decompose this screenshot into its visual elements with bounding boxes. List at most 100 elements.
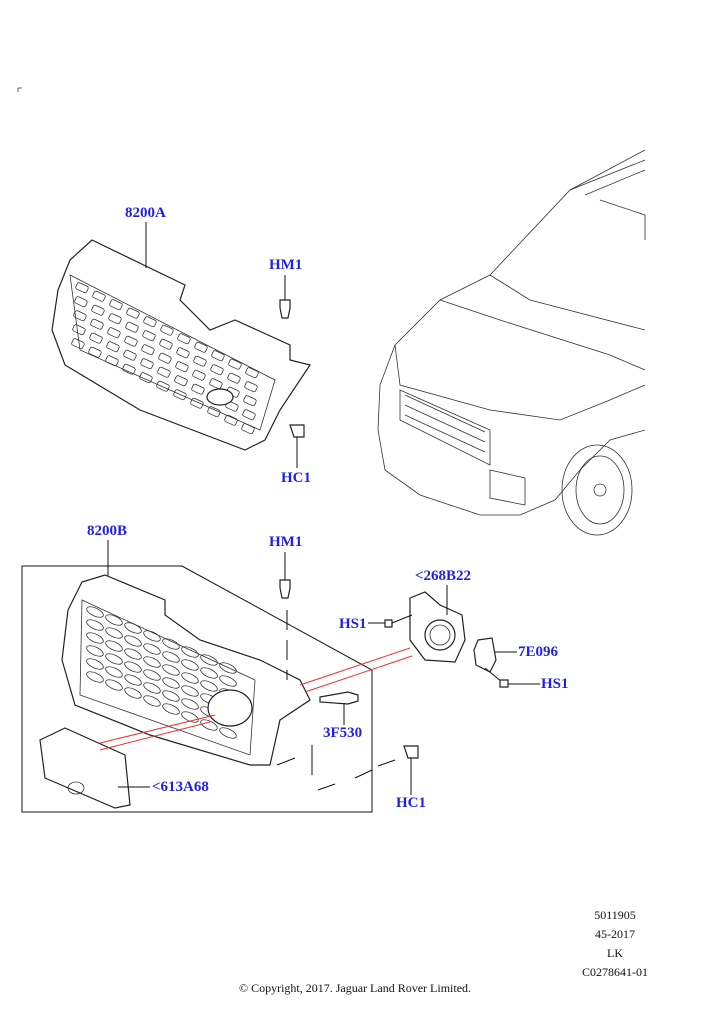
grille-slat: [243, 395, 257, 407]
grille-mesh-cell: [200, 719, 218, 731]
grille-slat: [245, 367, 259, 379]
callout-hm1-top[interactable]: HM1: [269, 257, 303, 273]
grille-slat: [143, 316, 157, 328]
grille-mesh-cell: [200, 654, 218, 666]
grille-mesh-cell: [124, 661, 142, 673]
grille-slat: [210, 364, 224, 376]
grille-mesh-cell: [124, 674, 142, 686]
grille-mesh-cell: [219, 675, 237, 687]
drawing-info: 5011905 45-2017 LK C0278641-01: [570, 906, 660, 982]
grille-slat: [109, 299, 123, 311]
grille-slat: [139, 372, 153, 384]
grille-slat: [228, 358, 242, 370]
grille-slat: [88, 346, 102, 358]
grille-mesh-cell: [105, 666, 123, 678]
grille-mesh-cell: [200, 680, 218, 692]
grille-mesh-cell: [86, 645, 104, 657]
grille-mesh-cell: [143, 656, 161, 668]
grille-b-frame: [21, 565, 373, 813]
grille-slat: [73, 310, 87, 322]
screw-hs1-left: [384, 619, 393, 628]
grille-slat: [126, 307, 140, 319]
screw-hs1-right: [499, 679, 509, 688]
callout-7e096[interactable]: 7E096: [518, 644, 559, 660]
callout-3f530[interactable]: 3F530: [323, 725, 363, 741]
clip-hc1-top: [289, 424, 305, 438]
grille-mesh-cell: [86, 632, 104, 644]
grille-slat: [75, 282, 89, 294]
grille-mesh-cell: [124, 635, 142, 647]
grille-mesh-cell: [124, 687, 142, 699]
grille-slat: [74, 296, 88, 308]
grille-slat: [177, 333, 191, 345]
grille-mesh-cell: [143, 682, 161, 694]
grille-mesh-cell: [105, 627, 123, 639]
grille-slat: [106, 341, 120, 353]
grille-mesh-cell: [219, 662, 237, 674]
grille-mesh-cell: [105, 653, 123, 665]
grille-mesh-cell: [219, 727, 237, 739]
clip-hm1-top: [279, 299, 291, 319]
connector-3f530-illustration: [319, 691, 359, 705]
copyright: © Copyright, 2017. Jaguar Land Rover Lim…: [238, 981, 472, 995]
grille-slat: [72, 324, 86, 336]
region-code: LK: [607, 946, 623, 960]
grille-slat: [124, 335, 138, 347]
grille-8200a-illustration: [51, 239, 311, 451]
grille-slat: [211, 350, 225, 362]
grille-slat: [141, 344, 155, 356]
grille-mesh-cell: [200, 667, 218, 679]
callout-hc1-top[interactable]: HC1: [281, 470, 311, 486]
camera-268b22-illustration: [409, 591, 466, 663]
grille-mesh-cell: [105, 640, 123, 652]
grille-mesh-cell: [105, 679, 123, 691]
grille-mesh-cell: [105, 614, 123, 626]
grille-mesh-cell: [162, 677, 180, 689]
grille-mesh-cell: [181, 659, 199, 671]
grille-slat: [192, 369, 206, 381]
grille-slat: [107, 327, 121, 339]
grille-slat: [91, 304, 105, 316]
grille-mesh-cell: [86, 658, 104, 670]
grille-slat: [191, 383, 205, 395]
callout-hm1-bottom[interactable]: HM1: [269, 534, 303, 550]
callout-613a68[interactable]: <613A68: [152, 779, 209, 795]
callout-268b22[interactable]: <268B22: [415, 568, 472, 584]
vehicle-illustration: [377, 149, 646, 536]
grille-slat: [122, 363, 136, 375]
grille-mesh-cell: [162, 703, 180, 715]
grille-slat: [159, 338, 173, 350]
grille-slat: [176, 347, 190, 359]
grille-slat: [160, 324, 174, 336]
callout-8200a[interactable]: 8200A: [125, 205, 166, 221]
grille-slat: [123, 349, 137, 361]
grille-mesh-cell: [162, 651, 180, 663]
grille-slat: [108, 313, 122, 325]
grille-insert-illustration: [39, 727, 131, 809]
grille-slat: [242, 409, 256, 421]
grille-mesh-cell: [162, 638, 180, 650]
callout-hs1-left[interactable]: HS1: [339, 616, 367, 632]
date-code: 45-2017: [595, 927, 635, 941]
callout-hc1-bottom[interactable]: HC1: [396, 795, 426, 811]
grille-slat: [224, 414, 238, 426]
grille-mesh-cell: [162, 664, 180, 676]
callout-8200b[interactable]: 8200B: [87, 523, 128, 539]
grille-mesh-cell: [181, 672, 199, 684]
grille-slat: [175, 361, 189, 373]
grille-slat: [92, 290, 106, 302]
grille-slat: [207, 406, 221, 418]
grille-mesh-cell: [86, 619, 104, 631]
grille-mesh-cell: [143, 669, 161, 681]
grille-slat: [173, 389, 187, 401]
part-code: 5011905: [594, 908, 636, 922]
grille-mesh-cell: [124, 648, 142, 660]
grille-slat: [157, 366, 171, 378]
sensor-7e096-illustration: [473, 637, 497, 673]
grille-slat: [241, 423, 255, 435]
grille-slat: [209, 378, 223, 390]
grille-slat: [227, 372, 241, 384]
grille-slat: [140, 358, 154, 370]
callout-hs1-right[interactable]: HS1: [541, 676, 569, 692]
grille-mesh-cell: [86, 671, 104, 683]
